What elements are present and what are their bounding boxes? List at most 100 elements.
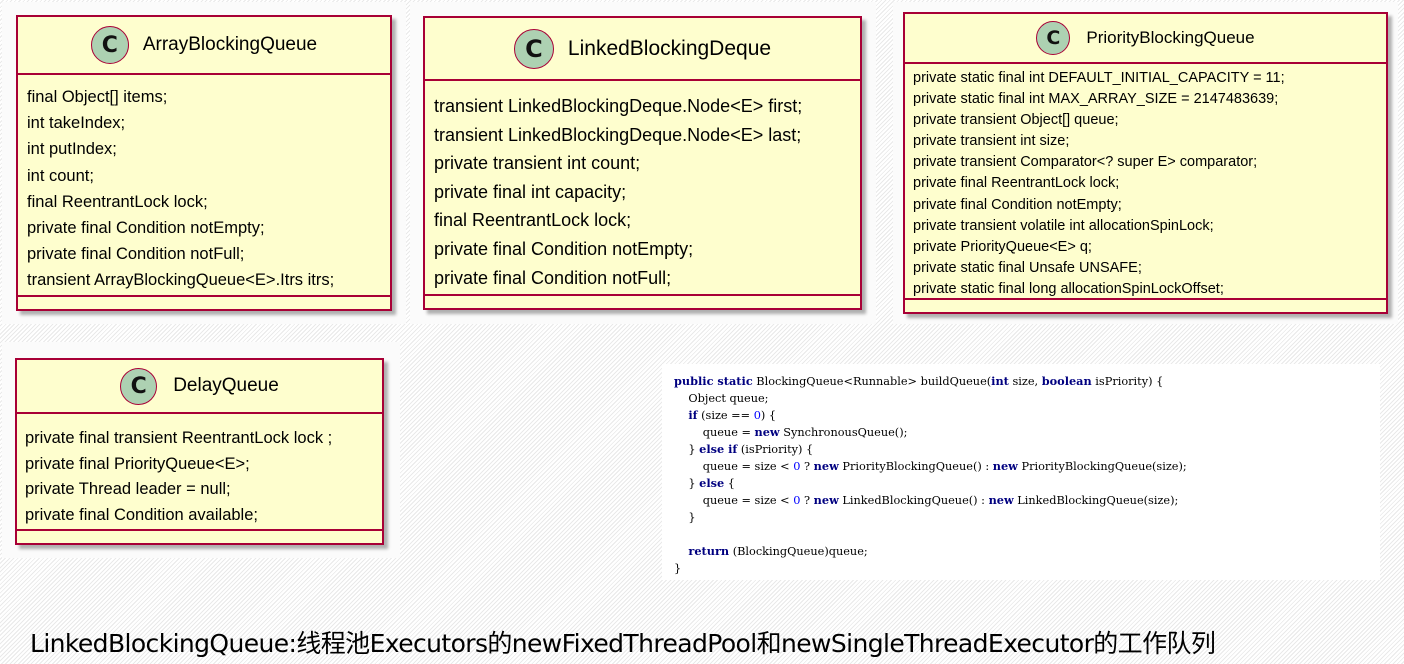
code-line: if (size == 0) { <box>674 408 777 422</box>
code-keyword: public static <box>674 374 753 388</box>
class-field: private static final int DEFAULT_INITIAL… <box>913 70 1285 86</box>
code-line: } else { <box>674 476 735 490</box>
code-keyword: new <box>992 459 1018 473</box>
code-number: 0 <box>793 494 801 507</box>
code-keyword: new <box>813 493 839 507</box>
class-field: int count; <box>27 166 94 185</box>
class-field: int putIndex; <box>27 140 117 159</box>
class-field: private static final long allocationSpin… <box>913 280 1224 297</box>
class-field: private final Condition notFull; <box>434 267 672 288</box>
class-delay-queue: C DelayQueue private final transient Ree… <box>15 358 384 545</box>
code-text: size, <box>1008 375 1042 388</box>
code-text: ) { <box>760 409 777 422</box>
code-keyword: new <box>988 493 1014 507</box>
code-line: Object queue; <box>674 392 768 405</box>
class-field: private static final int MAX_ARRAY_SIZE … <box>913 91 1279 108</box>
class-icon: C <box>120 367 158 405</box>
class-header: C DelayQueue <box>17 360 382 414</box>
code-keyword: else if <box>699 442 738 456</box>
class-header: C PriorityBlockingQueue <box>905 14 1386 64</box>
class-field: private final Condition notEmpty; <box>434 238 694 259</box>
code-text <box>674 545 688 558</box>
code-text: queue = <box>674 426 755 439</box>
code-line: queue = size < 0 ? new LinkedBlockingQue… <box>674 493 1179 507</box>
class-fields: transient LinkedBlockingDeque.Node<E> fi… <box>425 81 860 292</box>
code-line: } <box>674 562 681 575</box>
class-name: DelayQueue <box>173 375 279 396</box>
class-linked-blocking-deque: C LinkedBlockingDeque transient LinkedBl… <box>423 16 862 310</box>
code-snippet-panel: public static BlockingQueue<Runnable> bu… <box>662 364 1380 580</box>
code-line: queue = new SynchronousQueue(); <box>674 425 908 439</box>
class-name: ArrayBlockingQueue <box>142 34 318 55</box>
class-field: transient LinkedBlockingDeque.Node<E> fi… <box>434 96 803 116</box>
class-field: private transient volatile int allocatio… <box>913 217 1214 234</box>
class-field: private transient int count; <box>434 153 641 174</box>
class-priority-blocking-queue: C PriorityBlockingQueue private static f… <box>903 12 1388 314</box>
code-text: BlockingQueue<Runnable> buildQueue( <box>752 375 992 388</box>
class-name: LinkedBlockingDeque <box>567 36 772 60</box>
class-field: private final Condition notEmpty; <box>27 219 265 238</box>
code-keyword: new <box>813 459 839 473</box>
code-text: queue = size < <box>674 494 794 507</box>
class-field: private final Condition notEmpty; <box>913 196 1122 213</box>
class-header: C ArrayBlockingQueue <box>18 17 390 75</box>
code-snippet: public static BlockingQueue<Runnable> bu… <box>674 373 1187 577</box>
class-icon: C <box>1036 21 1071 55</box>
code-text: PriorityBlockingQueue() : <box>838 460 993 473</box>
class-methods-divider <box>18 295 390 297</box>
class-name: PriorityBlockingQueue <box>1086 28 1255 47</box>
code-text: ? <box>800 460 814 473</box>
code-keyword: new <box>754 425 780 439</box>
class-field: transient ArrayBlockingQueue<E>.Itrs itr… <box>27 271 335 290</box>
code-text: SynchronousQueue(); <box>779 426 908 439</box>
code-text: Object queue; <box>674 392 769 405</box>
class-field: private final ReentrantLock lock; <box>913 175 1120 192</box>
class-fields: private final transient ReentrantLock lo… <box>17 414 382 529</box>
code-text: } <box>674 562 682 575</box>
code-keyword: else <box>699 476 725 490</box>
code-text: } <box>674 511 696 524</box>
class-icon: C <box>90 26 129 64</box>
code-keyword: return <box>688 544 730 558</box>
code-number: 0 <box>753 409 761 422</box>
code-text: PriorityBlockingQueue(size); <box>1017 460 1187 473</box>
code-text: (isPriority) { <box>737 443 814 456</box>
code-text <box>674 409 688 422</box>
class-field: private final transient ReentrantLock lo… <box>25 429 333 447</box>
class-fields: private static final int DEFAULT_INITIAL… <box>905 64 1386 300</box>
code-number: 0 <box>793 460 801 473</box>
class-field: private transient Comparator<? super E> … <box>913 154 1258 171</box>
class-field: private static final Unsafe UNSAFE; <box>913 259 1142 276</box>
code-line: public static BlockingQueue<Runnable> bu… <box>674 374 1164 388</box>
class-icon: C <box>513 28 554 69</box>
code-keyword: int <box>991 374 1009 388</box>
code-text: (BlockingQueue)queue; <box>729 545 868 558</box>
code-line: queue = size < 0 ? new PriorityBlockingQ… <box>674 459 1187 473</box>
class-array-blocking-queue: C ArrayBlockingQueue final Object[] item… <box>16 15 392 311</box>
code-text: (size == <box>697 409 754 422</box>
code-text: isPriority) { <box>1091 375 1164 388</box>
class-field: private Thread leader = null; <box>25 480 231 499</box>
caption: LinkedBlockingQueue:线程池Executors的newFixe… <box>30 629 1216 658</box>
code-text: ? <box>800 494 814 507</box>
code-text: LinkedBlockingQueue() : <box>838 494 989 507</box>
class-field: transient LinkedBlockingDeque.Node<E> la… <box>434 124 802 145</box>
code-text: { <box>724 477 735 490</box>
code-line: return (BlockingQueue)queue; <box>674 544 868 558</box>
code-keyword: if <box>688 408 698 422</box>
class-methods-divider <box>17 529 382 531</box>
class-field: final ReentrantLock lock; <box>434 210 632 231</box>
code-text: queue = size < <box>674 460 794 473</box>
class-methods-divider <box>425 294 860 296</box>
code-line: } <box>674 511 696 524</box>
class-field: int takeIndex; <box>27 114 126 133</box>
code-keyword: boolean <box>1041 374 1092 388</box>
class-field: private PriorityQueue<E> q; <box>913 238 1092 255</box>
class-field: private final PriorityQueue<E>; <box>25 454 250 473</box>
class-field: private final Condition notFull; <box>27 245 245 264</box>
code-line: } else if (isPriority) { <box>674 442 814 456</box>
class-field: final Object[] items; <box>27 88 168 106</box>
class-methods-divider <box>905 298 1386 300</box>
code-text: LinkedBlockingQueue(size); <box>1013 494 1179 507</box>
class-field: private transient int size; <box>913 133 1070 150</box>
